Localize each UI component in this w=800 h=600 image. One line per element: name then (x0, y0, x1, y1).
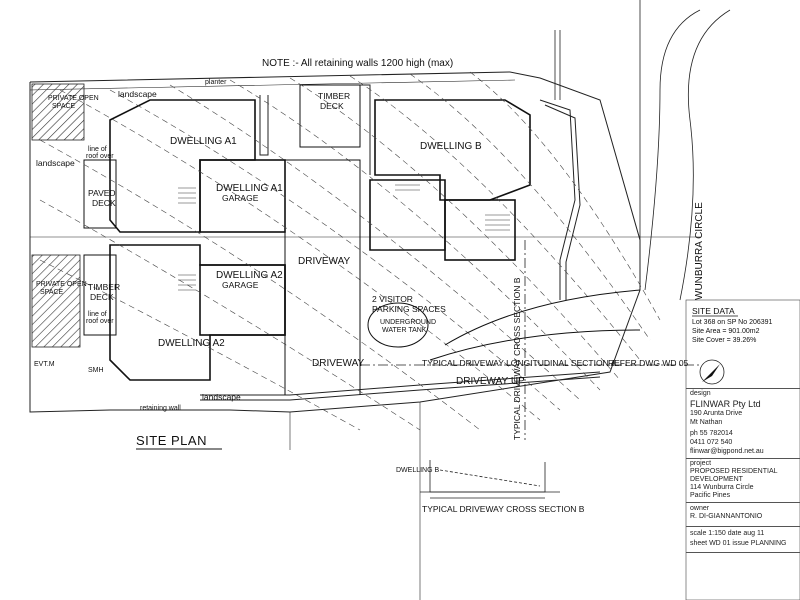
company-address-1: 190 Arunta Drive (690, 410, 743, 417)
private-open-space-label-1: PRIVATE OPEN (48, 95, 99, 102)
dwelling-a1-outline (109, 99, 256, 233)
timber-deck-top-label-1: TIMBER (318, 91, 350, 101)
visitor-parking-label-2: PARKING SPACES (372, 304, 446, 314)
timber-deck-left-label-2: DECK (90, 292, 114, 302)
line-of-roof-label-2b: roof over (86, 318, 114, 325)
project-line-2: DEVELOPMENT (690, 476, 743, 483)
company-address-2: Mt Nathan (690, 419, 723, 426)
site-data-cover: Site Cover = 39.26% (692, 337, 756, 344)
driveway-up-label: DRIVEWAY UP (456, 376, 525, 387)
design-label: design (690, 390, 711, 397)
project-line-4: Pacific Pines (690, 492, 731, 499)
water-tank-label-1: UNDERGROUND (380, 319, 436, 326)
project-line-3: 114 Wunburra Circle (690, 484, 754, 491)
sheet-issue: sheet WD 01 issue PLANNING (690, 540, 787, 547)
landscape-label-3: landscape (202, 392, 241, 402)
smh-label: SMH (88, 367, 104, 374)
company-email: flinwar@bigpond.net.au (690, 448, 764, 455)
private-open-space-hatch-2 (31, 254, 81, 348)
north-arrow-icon (699, 359, 725, 385)
title-block-frame (685, 299, 800, 600)
refer-drawing-label: REFER DWG WD 05 (608, 358, 689, 368)
driveway-label-1: DRIVEWAY (298, 256, 351, 267)
dwelling-a1-garage-label-1: DWELLING A1 (216, 183, 283, 194)
timber-deck-left-outline (83, 254, 117, 336)
company-name: FLINWAR Pty Ltd (690, 399, 761, 409)
evt-label: EVT.M (34, 361, 55, 368)
landscape-label-2: landscape (36, 158, 75, 168)
water-tank-label-2: WATER TANK (382, 327, 427, 334)
line-of-roof-label-2: line of (88, 311, 107, 318)
company-mobile: 0411 072 540 (690, 439, 733, 446)
retaining-wall-label: retaining wall (140, 405, 181, 412)
site-data-lot: Lot 368 on SP No 206391 (692, 319, 773, 326)
dwelling-a2-label: DWELLING A2 (158, 338, 225, 349)
cross-section-dwelling-b-label: DWELLING B (396, 467, 440, 474)
water-tank-outline (367, 302, 429, 348)
project-label: project (690, 460, 712, 467)
dwelling-a1-garage-outline (199, 159, 286, 233)
dwelling-a1-label: DWELLING A1 (170, 136, 237, 147)
dwelling-b-label: DWELLING B (420, 141, 482, 152)
driveway-label-2: DRIVEWAY (312, 358, 365, 369)
paved-deck-label-1: PAVED (88, 188, 116, 198)
timber-deck-left-label-1: TIMBER (88, 282, 120, 292)
cross-section-b-detail (420, 460, 560, 499)
project-line-1: PROPOSED RESIDENTIAL (690, 468, 778, 475)
dwelling-a2-garage-label-1: DWELLING A2 (216, 270, 283, 281)
timber-deck-top-label-2: DECK (320, 101, 344, 111)
dwelling-b-lower-outline (369, 179, 446, 251)
cross-section-vertical-label: TYPICAL DRIVEWAY CROSS SECTION B (512, 277, 522, 440)
visitor-parking-label-1: 2 VISITOR (372, 294, 413, 304)
private-open-space-label-2: PRIVATE OPEN (36, 281, 87, 288)
street-name: WUNBURRA CIRCLE (694, 202, 705, 300)
property-boundary (29, 71, 641, 413)
long-section-label: TYPICAL DRIVEWAY LONGITUDINAL SECTION A (422, 358, 617, 368)
cross-section-b-label: TYPICAL DRIVEWAY CROSS SECTION B (422, 504, 585, 514)
planter-label: planter (205, 79, 227, 86)
dwelling-b-garage-outline (444, 199, 516, 261)
dwelling-a2-garage-label-2: GARAGE (222, 280, 259, 290)
title-block: design FLINWAR Pty Ltd 190 Arunta Drive … (686, 300, 800, 600)
site-data-heading: SITE DATA (692, 306, 735, 316)
dwelling-a1-garage-label-2: GARAGE (222, 193, 259, 203)
site-data-area: Site Area = 901.00m2 (692, 328, 760, 335)
owner-name: R. DI-GIANNANTONIO (690, 513, 763, 520)
scale-date: scale 1:150 date aug 11 (690, 530, 765, 537)
note-text: NOTE :- All retaining walls 1200 high (m… (262, 58, 453, 69)
line-of-roof-label-1b: roof over (86, 153, 114, 160)
owner-label: owner (690, 505, 710, 512)
site-plan-title: SITE PLAN (136, 433, 207, 448)
company-phone: ph 55 782014 (690, 430, 733, 437)
private-open-space-label-2b: SPACE (40, 289, 64, 296)
paved-deck-outline (83, 159, 117, 229)
paved-deck-label-2: DECK (92, 198, 116, 208)
private-open-space-hatch-1 (31, 83, 85, 141)
timber-deck-top-outline (299, 84, 361, 148)
line-of-roof-label-1: line of (88, 146, 107, 153)
private-open-space-label-1b: SPACE (52, 103, 76, 110)
landscape-label-1: landscape (118, 89, 157, 99)
